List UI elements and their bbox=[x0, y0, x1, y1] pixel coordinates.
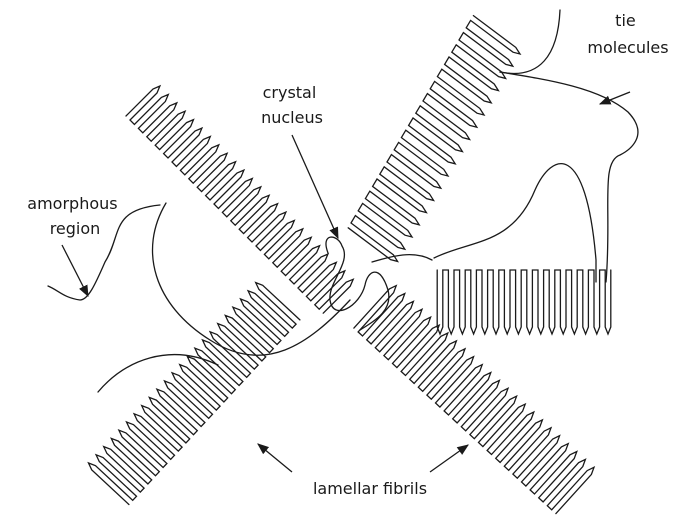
tie-molecule-loop bbox=[434, 164, 596, 282]
crystal-nucleus-label: crystal nucleus bbox=[261, 83, 323, 127]
tie-molecules-line-2: molecules bbox=[587, 38, 668, 57]
lamella-lower-left bbox=[89, 283, 300, 505]
chain-lower-left-arc bbox=[98, 355, 218, 392]
lamellar-fibrils-label: lamellar fibrils bbox=[313, 479, 427, 498]
amorphous-region-label: amorphous region bbox=[27, 194, 122, 238]
labels: tie molecules crystal nucleus amorphous … bbox=[27, 11, 668, 498]
lamellae-group bbox=[89, 16, 611, 514]
lamella-right bbox=[437, 270, 611, 334]
amorphous-region-leader bbox=[62, 245, 88, 296]
lamellar-fibrils-leader-right bbox=[430, 445, 468, 472]
crystal-nucleus-line-1: crystal bbox=[263, 83, 317, 102]
lamella-upper-right bbox=[348, 16, 520, 262]
crystal-nucleus-line-2: nucleus bbox=[261, 108, 323, 127]
amorphous-region-line-2: region bbox=[50, 219, 101, 238]
tie-molecules-line-1: tie bbox=[615, 11, 636, 30]
lamellar-fibrils-leader-left bbox=[258, 444, 292, 472]
amorphous-chains bbox=[48, 10, 638, 392]
crystal-nucleus-leader bbox=[292, 135, 338, 238]
tie-molecule-right bbox=[500, 72, 638, 282]
chain-nucleus-link bbox=[372, 255, 432, 262]
amorphous-region-line-1: amorphous bbox=[27, 194, 117, 213]
tie-molecules-label: tie molecules bbox=[587, 11, 668, 57]
